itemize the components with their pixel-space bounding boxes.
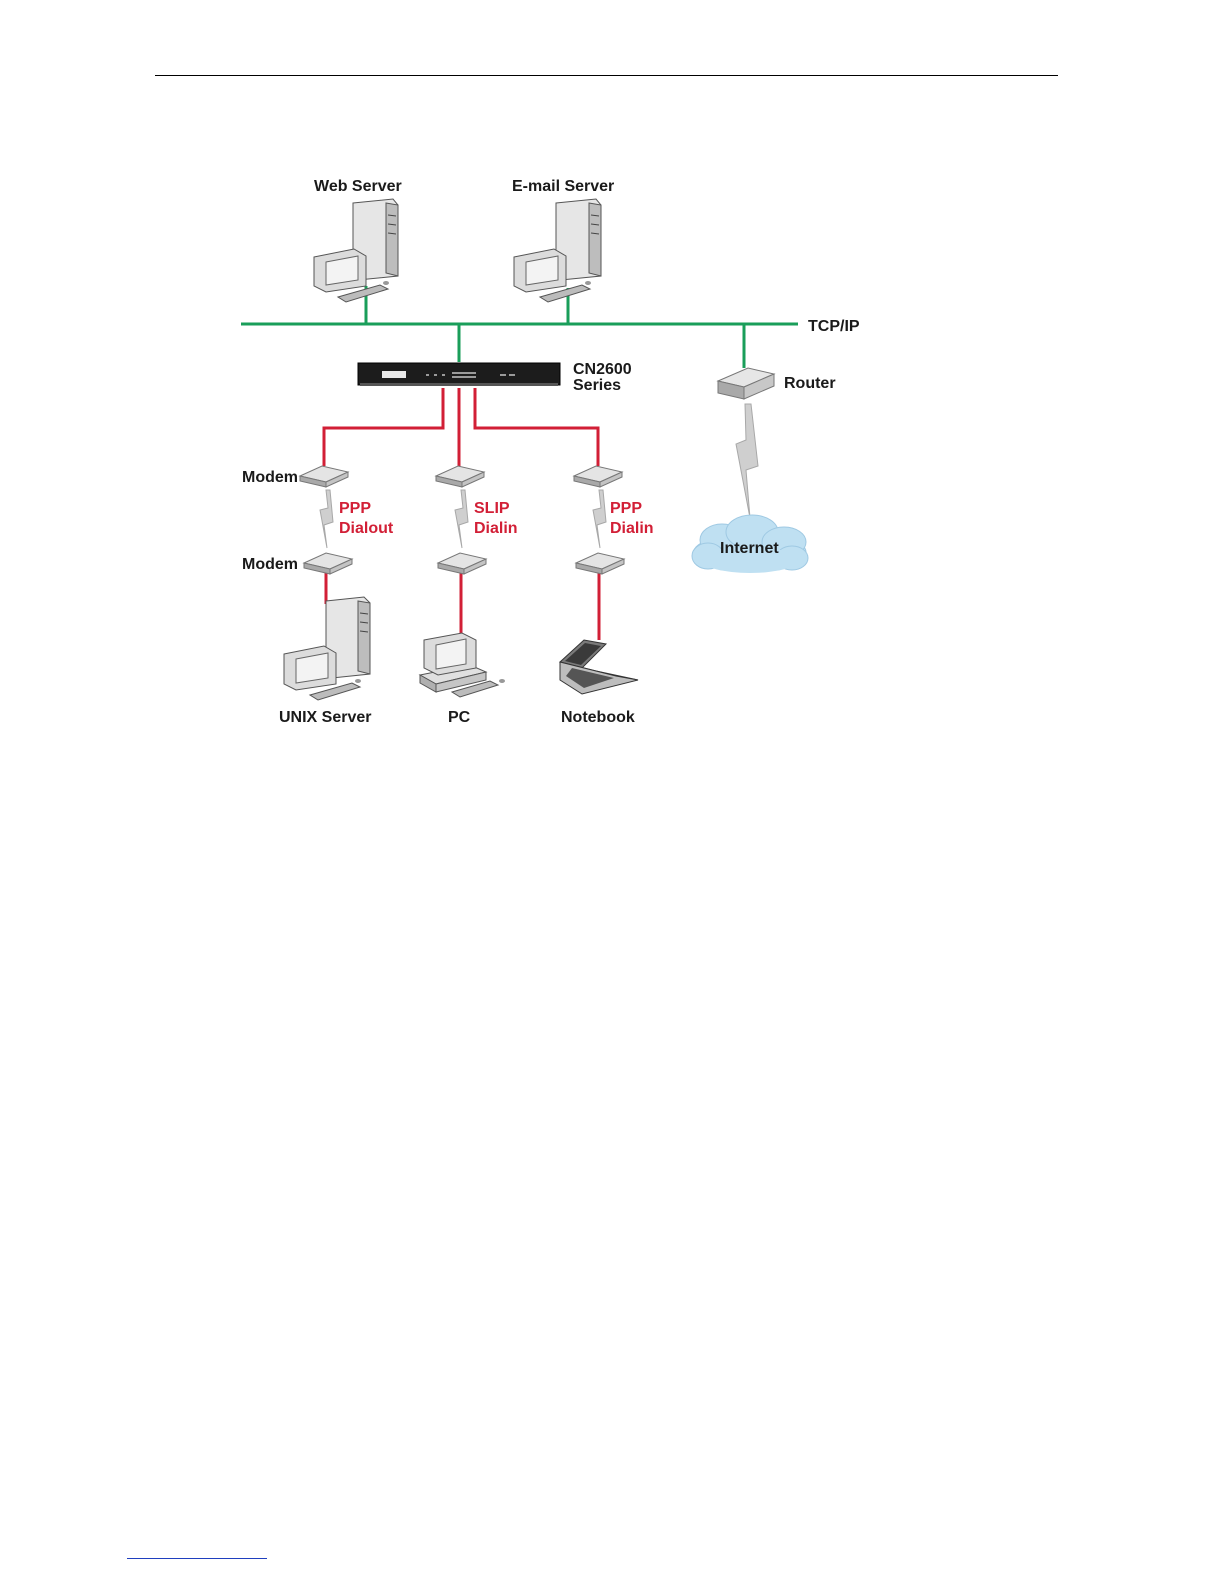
device-label-line2: Series: [573, 377, 621, 394]
modem-icon: [438, 553, 486, 574]
internet-label: Internet: [720, 540, 779, 557]
modem-label-bottom: Modem: [242, 556, 298, 573]
footer-link-underline: [127, 1558, 267, 1559]
modem-icon: [574, 466, 622, 487]
pc-icon: [420, 633, 505, 697]
web-server-label: Web Server: [314, 178, 402, 195]
modem-icon: [436, 466, 484, 487]
device-label-line1: CN2600: [573, 361, 632, 378]
router-label: Router: [784, 375, 836, 392]
client-label-pc: PC: [448, 709, 471, 726]
link-label-ppp-dialout-line1: PPP: [339, 500, 371, 517]
dialup-lightning-icon: [320, 490, 606, 548]
client-label-unix-server: UNIX Server: [279, 709, 372, 726]
router-icon: [718, 368, 774, 399]
link-label-ppp-dialin-line1: PPP: [610, 500, 642, 517]
client-label-notebook: Notebook: [561, 709, 635, 726]
link-label-ppp-dialin-line2: Dialin: [610, 520, 654, 537]
tcpip-label: TCP/IP: [808, 318, 860, 335]
email-server-icon: [514, 199, 601, 302]
link-label-slip-dialin-line2: Dialin: [474, 520, 518, 537]
cn2600-device-icon: [358, 363, 560, 386]
modem-icon: [304, 553, 352, 574]
modem-icon: [576, 553, 624, 574]
link-label-slip-dialin-line1: SLIP: [474, 500, 510, 517]
link-label-ppp-dialout-line2: Dialout: [339, 520, 394, 537]
modem-icon: [300, 466, 348, 487]
email-server-label: E-mail Server: [512, 178, 614, 195]
web-server-icon: [314, 199, 398, 302]
notebook-icon: [560, 640, 638, 694]
modem-label-top: Modem: [242, 469, 298, 486]
router-lightning-icon: [736, 404, 758, 518]
unix-server-icon: [284, 597, 370, 700]
tcpip-bus: [241, 286, 798, 368]
